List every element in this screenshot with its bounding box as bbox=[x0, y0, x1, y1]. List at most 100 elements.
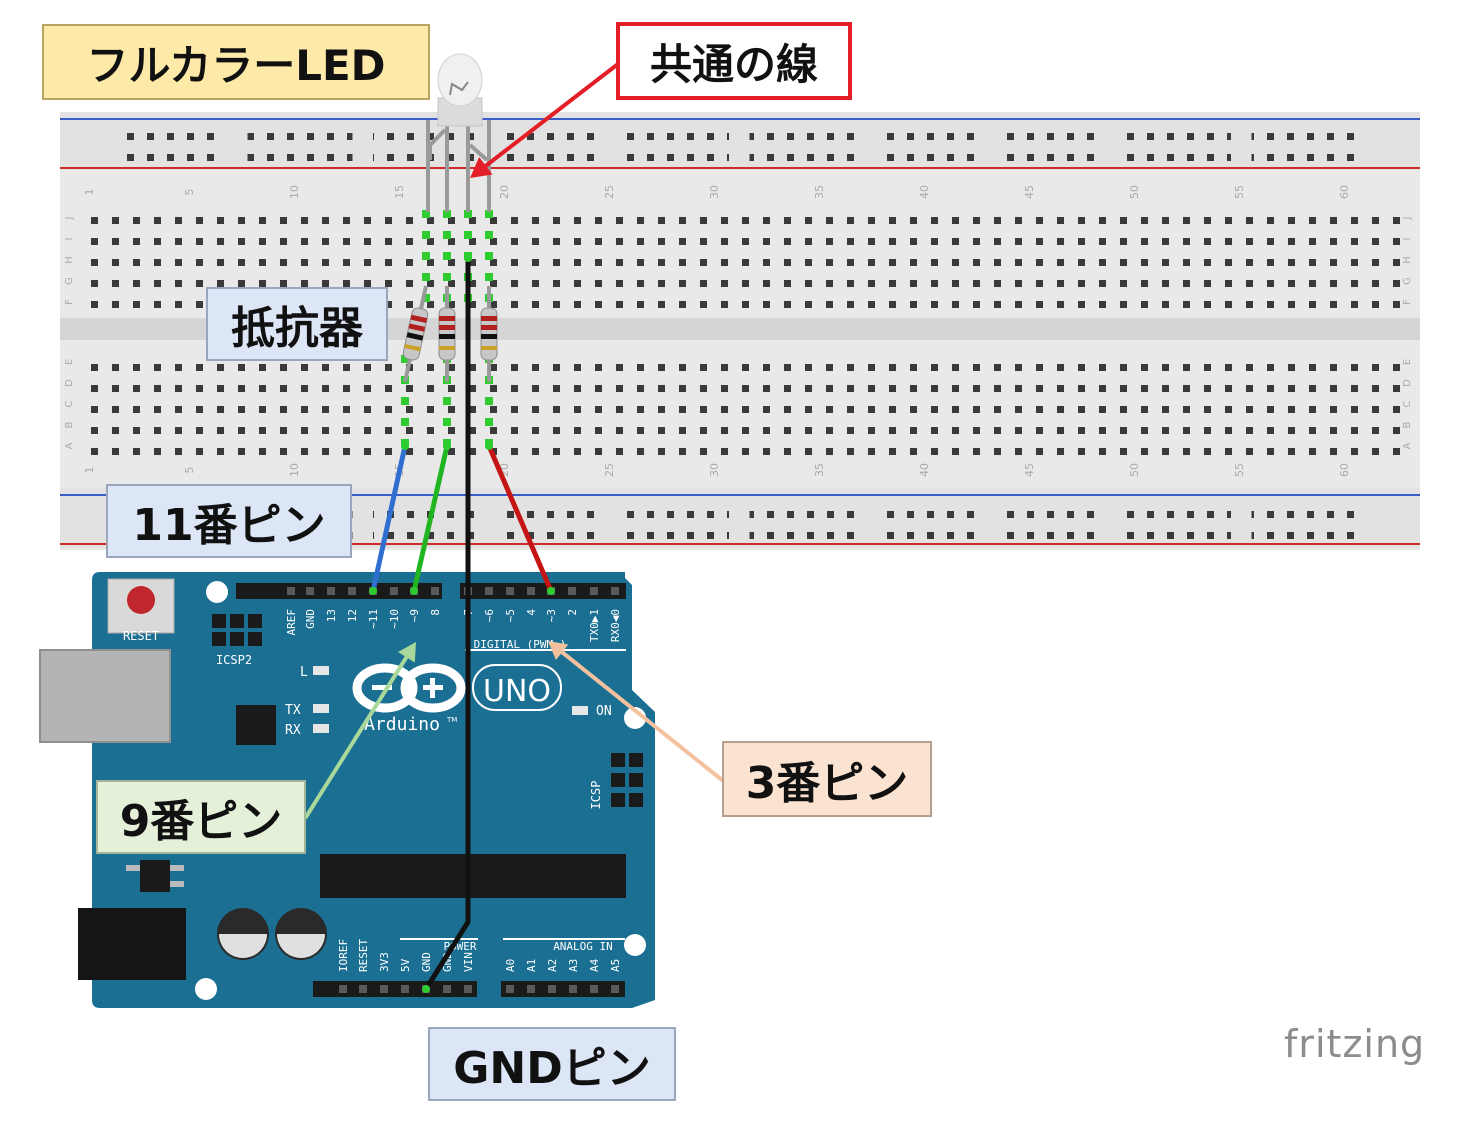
logo-loop-right bbox=[400, 663, 466, 713]
resistor bbox=[438, 286, 456, 382]
column-number: 35 bbox=[813, 463, 826, 477]
header-pin bbox=[527, 985, 535, 993]
analog-label: ANALOG IN bbox=[553, 940, 613, 953]
header-pin bbox=[590, 587, 598, 595]
trademark: TM bbox=[446, 716, 457, 724]
power-pin-label: RESET bbox=[357, 939, 370, 972]
label-pin-9: 9番ピン bbox=[96, 780, 306, 854]
header-pin bbox=[590, 985, 598, 993]
logo-loop-left bbox=[352, 663, 418, 713]
resistor bbox=[402, 285, 429, 383]
connected-hole bbox=[401, 418, 409, 426]
arrow-pin9-shaft bbox=[304, 653, 410, 819]
breadboard: JJIIHHGGFFEEDDCCBBAA11551010151520202525… bbox=[60, 53, 1420, 550]
column-number: 1 bbox=[83, 467, 96, 474]
led-leg bbox=[426, 120, 430, 212]
arrow-pin3-head bbox=[548, 641, 569, 660]
logo-plus-v bbox=[430, 678, 435, 698]
column-number: 25 bbox=[603, 463, 616, 477]
row-letter: J bbox=[64, 217, 75, 221]
resistor-body bbox=[480, 307, 498, 361]
led-dome bbox=[437, 53, 483, 107]
connected-hole bbox=[422, 294, 430, 302]
icsp-pin bbox=[611, 773, 625, 787]
icsp-pin bbox=[611, 753, 625, 767]
analog-pin-label: A3 bbox=[567, 959, 580, 972]
column-number: 55 bbox=[1233, 463, 1246, 477]
terminal-holes-bottom bbox=[80, 350, 1400, 455]
wire-green-pin9 bbox=[411, 443, 450, 594]
connected-hole bbox=[485, 210, 493, 218]
header-pin bbox=[568, 587, 576, 595]
header-pin bbox=[306, 587, 314, 595]
reset-label: RESET bbox=[123, 629, 159, 643]
header-pin bbox=[339, 985, 347, 993]
row-letter: E bbox=[1402, 359, 1413, 365]
resistor-body bbox=[438, 307, 456, 361]
column-number: 35 bbox=[813, 185, 826, 199]
resistor-band bbox=[439, 325, 455, 330]
row-letter: B bbox=[64, 421, 75, 428]
icsp-pin bbox=[611, 793, 625, 807]
connected-hole bbox=[485, 273, 493, 281]
led-label: RX bbox=[285, 723, 301, 738]
resistor-band bbox=[404, 344, 421, 352]
wires bbox=[369, 254, 555, 993]
row-letter: H bbox=[1402, 256, 1413, 264]
connected-hole bbox=[485, 397, 493, 405]
status-led bbox=[313, 704, 329, 713]
logo-minus bbox=[372, 685, 392, 690]
resistor-band bbox=[439, 316, 455, 321]
resistor bbox=[480, 286, 498, 382]
connected-hole bbox=[401, 355, 409, 363]
usb-connector-outline bbox=[39, 649, 171, 743]
header-pin bbox=[506, 985, 514, 993]
fritzing-watermark: fritzing bbox=[1284, 1022, 1426, 1066]
header-pin bbox=[611, 985, 619, 993]
row-letter: A bbox=[64, 442, 75, 449]
row-letter: C bbox=[64, 400, 75, 407]
connected-hole bbox=[443, 231, 451, 239]
icsp2-pin bbox=[230, 632, 244, 646]
digital-pin-label: ~11 bbox=[367, 609, 380, 629]
resistor-band bbox=[481, 316, 497, 321]
resistor-band bbox=[481, 334, 497, 339]
header-pin bbox=[390, 587, 398, 595]
icsp2-label: ICSP2 bbox=[216, 653, 252, 667]
power-led bbox=[572, 706, 588, 715]
header-pin bbox=[327, 587, 335, 595]
digital-pin-label: ~5 bbox=[504, 609, 517, 622]
row-letter: D bbox=[1402, 379, 1413, 387]
bottom-rail-holes bbox=[1251, 498, 1357, 540]
row-letter: D bbox=[64, 379, 75, 387]
column-number: 55 bbox=[1233, 185, 1246, 199]
icsp-label: ICSP bbox=[589, 781, 603, 810]
uno-text: UNO bbox=[483, 674, 551, 709]
column-number: 60 bbox=[1338, 463, 1351, 477]
wire-black-gnd bbox=[423, 255, 471, 992]
icsp2-pin bbox=[248, 614, 262, 628]
column-number: 15 bbox=[393, 185, 406, 199]
led-leg bbox=[487, 120, 491, 212]
status-led bbox=[313, 666, 329, 675]
digital-header-right bbox=[460, 583, 626, 599]
arrow-pin3-shaft bbox=[558, 649, 724, 782]
digital-pin-label: 13 bbox=[325, 609, 338, 622]
label-full-color-led: フルカラーLED bbox=[42, 24, 430, 100]
analog-header bbox=[501, 981, 625, 997]
connected-hole bbox=[485, 418, 493, 426]
row-letter: A bbox=[1402, 442, 1413, 449]
header-pin bbox=[464, 985, 472, 993]
connected-hole bbox=[443, 418, 451, 426]
top-rail-holes bbox=[1000, 122, 1106, 164]
row-letter: C bbox=[1402, 400, 1413, 407]
column-number: 50 bbox=[1128, 463, 1141, 477]
wire-endpoint bbox=[547, 587, 555, 595]
arrow-pin9-head bbox=[398, 642, 416, 663]
header-pin bbox=[548, 985, 556, 993]
resistor-band bbox=[439, 346, 455, 350]
arduino-brand-text: Arduino bbox=[364, 714, 440, 735]
